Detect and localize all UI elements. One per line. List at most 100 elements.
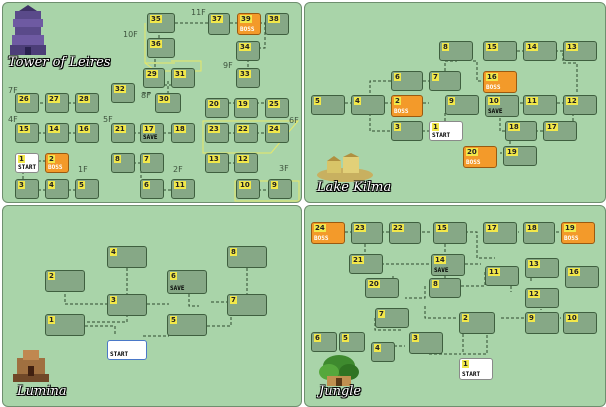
room-10[interactable]: 10 — [563, 312, 597, 334]
room-4[interactable]: 4 — [45, 179, 69, 199]
room-17[interactable]: 17 — [543, 121, 577, 141]
room-9[interactable]: 9 — [268, 179, 292, 199]
room-13[interactable]: 13 — [563, 41, 597, 61]
lumina-emblem-icon — [13, 350, 49, 382]
room-21[interactable]: 21 — [349, 254, 383, 274]
room-4[interactable]: 4 — [107, 246, 147, 268]
room-11[interactable]: 11 — [171, 179, 195, 199]
room-35[interactable]: 35 — [147, 13, 175, 33]
room-23[interactable]: 23 — [351, 222, 383, 244]
room-5[interactable]: 5 — [311, 95, 345, 115]
room-17[interactable]: 17 — [483, 222, 517, 244]
room-8[interactable]: 8 — [227, 246, 267, 268]
room-32[interactable]: 32 — [111, 83, 135, 103]
room-8[interactable]: 8 — [439, 41, 473, 61]
room-8[interactable]: 8 — [111, 153, 135, 173]
room-5[interactable]: 5 — [167, 314, 207, 336]
room-2[interactable]: 2 — [459, 312, 495, 334]
room-15[interactable]: 15 — [433, 222, 467, 244]
room-8[interactable]: 8 — [429, 278, 461, 298]
room-18[interactable]: 18 — [171, 123, 195, 143]
room-11[interactable]: 11 — [485, 266, 519, 286]
room-16[interactable]: 16 — [75, 123, 99, 143]
room-29[interactable]: 29 — [143, 68, 165, 88]
room-25[interactable]: 25 — [265, 98, 289, 118]
floor-label: 3F — [279, 164, 289, 173]
room-13[interactable]: 13 — [525, 258, 559, 278]
room-4[interactable]: 4 — [371, 342, 395, 362]
room-7[interactable]: 7 — [140, 153, 164, 173]
room-start[interactable]: START — [107, 340, 147, 360]
room-31[interactable]: 31 — [171, 68, 195, 88]
room-34[interactable]: 34 — [236, 41, 260, 61]
room-26[interactable]: 26 — [15, 93, 39, 113]
lake-title: Lake Kilma — [317, 180, 392, 195]
room-12[interactable]: 12 — [563, 95, 597, 115]
room-24[interactable]: 24 — [265, 123, 289, 143]
room-19[interactable]: 19 — [234, 98, 258, 118]
room-6[interactable]: 6 — [311, 332, 337, 352]
floor-label: 7F — [8, 86, 18, 95]
room-6[interactable]: 6 — [140, 179, 164, 199]
room-5[interactable]: 5 — [339, 332, 365, 352]
room-13[interactable]: 13 — [205, 153, 229, 173]
room-14[interactable]: 14 — [45, 123, 69, 143]
room-20[interactable]: 20 — [365, 278, 399, 298]
room-2[interactable]: 2 — [45, 270, 85, 292]
room-6[interactable]: 6 — [391, 71, 423, 91]
room-11[interactable]: 11 — [523, 95, 557, 115]
room-22[interactable]: 22 — [389, 222, 421, 244]
room-23[interactable]: 23 — [205, 123, 229, 143]
room-28[interactable]: 28 — [75, 93, 99, 113]
room-18[interactable]: 18 — [523, 222, 555, 244]
floor-label: 1F — [78, 165, 88, 174]
room-37[interactable]: 37 — [208, 13, 230, 35]
room-9[interactable]: 9 — [525, 312, 559, 334]
room-38[interactable]: 38 — [265, 13, 289, 35]
floor-label: 4F — [8, 115, 18, 124]
room-33[interactable]: 33 — [236, 68, 260, 88]
room-3[interactable]: 3 — [107, 294, 147, 316]
room-7[interactable]: 7 — [227, 294, 267, 316]
room-1[interactable]: 1 — [45, 314, 85, 336]
room-36[interactable]: 36 — [147, 38, 175, 58]
room-9[interactable]: 9 — [445, 95, 479, 115]
jungle-paths — [345, 231, 561, 355]
room-10[interactable]: 10 — [236, 179, 260, 199]
room-12[interactable]: 12 — [234, 153, 258, 173]
room-27[interactable]: 27 — [45, 93, 69, 113]
room-4[interactable]: 4 — [351, 95, 385, 115]
room-18[interactable]: 18 — [505, 121, 537, 141]
room-5[interactable]: 5 — [75, 179, 99, 199]
room-22[interactable]: 22 — [234, 123, 258, 143]
room-14[interactable]: 14 — [523, 41, 557, 61]
room-19[interactable]: 19 — [503, 146, 537, 166]
room-20[interactable]: 20 — [205, 98, 229, 118]
room-16[interactable]: 16 — [565, 266, 599, 288]
room-3[interactable]: 3 — [15, 179, 39, 199]
room-12[interactable]: 12 — [525, 288, 559, 308]
room-7[interactable]: 7 — [375, 308, 409, 328]
room-15[interactable]: 15 — [483, 41, 517, 61]
room-21[interactable]: 21 — [111, 123, 135, 143]
room-15[interactable]: 15 — [15, 123, 39, 143]
room-30[interactable]: 30 — [155, 93, 181, 113]
room-7[interactable]: 7 — [429, 71, 461, 91]
room-3[interactable]: 3 — [391, 121, 423, 141]
floor-label: 2F — [173, 165, 183, 174]
room-3[interactable]: 3 — [409, 332, 443, 354]
